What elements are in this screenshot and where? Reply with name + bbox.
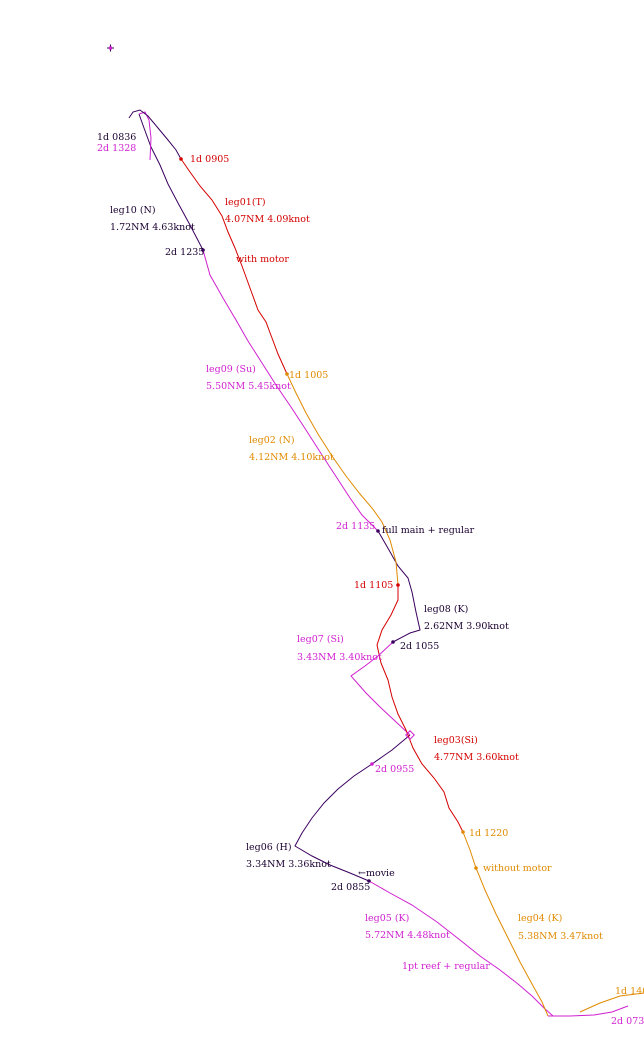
label-leg08-name: leg08 (K) (424, 604, 468, 615)
label-1d1400: 1d 1400 (615, 986, 644, 997)
track-leg09 (202, 249, 379, 532)
label-leg04-stats: 5.38NM 3.47knot (518, 931, 603, 942)
track-leg04 (462, 831, 549, 1017)
label-1d0836: 1d 0836 (97, 132, 136, 143)
track-leg08 (377, 530, 421, 643)
label-leg07-name: leg07 (Si) (297, 634, 344, 645)
label-leg01-name: leg01(T) (225, 197, 266, 208)
start-marker (107, 44, 114, 52)
label-2d1135: 2d 1135 (336, 521, 375, 532)
map-labels: 1d 0836 2d 1328 1d 0905 leg10 (N) 1.72NM… (97, 132, 644, 1027)
label-leg05-stats: 5.72NM 4.48knot (365, 930, 450, 941)
label-movie: ←movie (358, 868, 395, 879)
label-2d0855: 2d 0855 (331, 882, 370, 893)
label-reef: 1pt reef + regular (402, 961, 490, 972)
label-2d0955: 2d 0955 (375, 764, 414, 775)
track-leg10 (138, 113, 204, 251)
label-full-main: full main + regular (382, 525, 475, 536)
label-leg03-name: leg03(Si) (434, 735, 478, 746)
label-1d1105: 1d 1105 (354, 580, 393, 591)
label-1d0905: 1d 0905 (190, 154, 229, 165)
waypoint-dots (179, 157, 478, 883)
label-leg09-stats: 5.50NM 5.45knot (206, 381, 291, 392)
label-2d1235: 2d 1235 (165, 247, 204, 258)
label-leg07-stats: 3.43NM 3.40knot (297, 652, 382, 663)
label-1d1005: 1d 1005 (289, 370, 328, 381)
label-leg05-name: leg05 (K) (365, 913, 409, 924)
label-leg02-stats: 4.12NM 4.10knot (249, 452, 334, 463)
track-leg04-tail (548, 1005, 629, 1017)
track-leg05 (368, 880, 554, 1017)
label-leg06-name: leg06 (H) (246, 842, 292, 853)
label-leg10-stats: 1.72NM 4.63knot (110, 222, 195, 233)
track-leg02 (286, 373, 399, 586)
track-leg04-east (579, 992, 644, 1013)
track-leg03 (376, 585, 464, 833)
label-2d1055: 2d 1055 (400, 641, 439, 652)
label-leg09-name: leg09 (Su) (206, 364, 256, 375)
label-with-motor: with motor (236, 254, 289, 265)
label-2d1328: 2d 1328 (97, 143, 136, 154)
label-leg10-name: leg10 (N) (110, 205, 156, 216)
track-leg01 (128, 109, 182, 160)
label-1d1220: 1d 1220 (469, 828, 508, 839)
label-2d0738: 2d 0738 (611, 1016, 644, 1027)
label-leg08-stats: 2.62NM 3.90knot (424, 621, 509, 632)
label-leg06-stats: 3.34NM 3.36knot (246, 859, 331, 870)
label-leg04-name: leg04 (K) (518, 913, 562, 924)
track-leg01-main (180, 158, 288, 375)
label-without-motor: without motor (483, 863, 552, 874)
label-leg03-stats: 4.77NM 3.60knot (434, 752, 519, 763)
label-leg01-stats: 4.07NM 4.09knot (225, 214, 310, 225)
track-leg07 (350, 641, 411, 736)
label-leg02-name: leg02 (N) (249, 435, 295, 446)
